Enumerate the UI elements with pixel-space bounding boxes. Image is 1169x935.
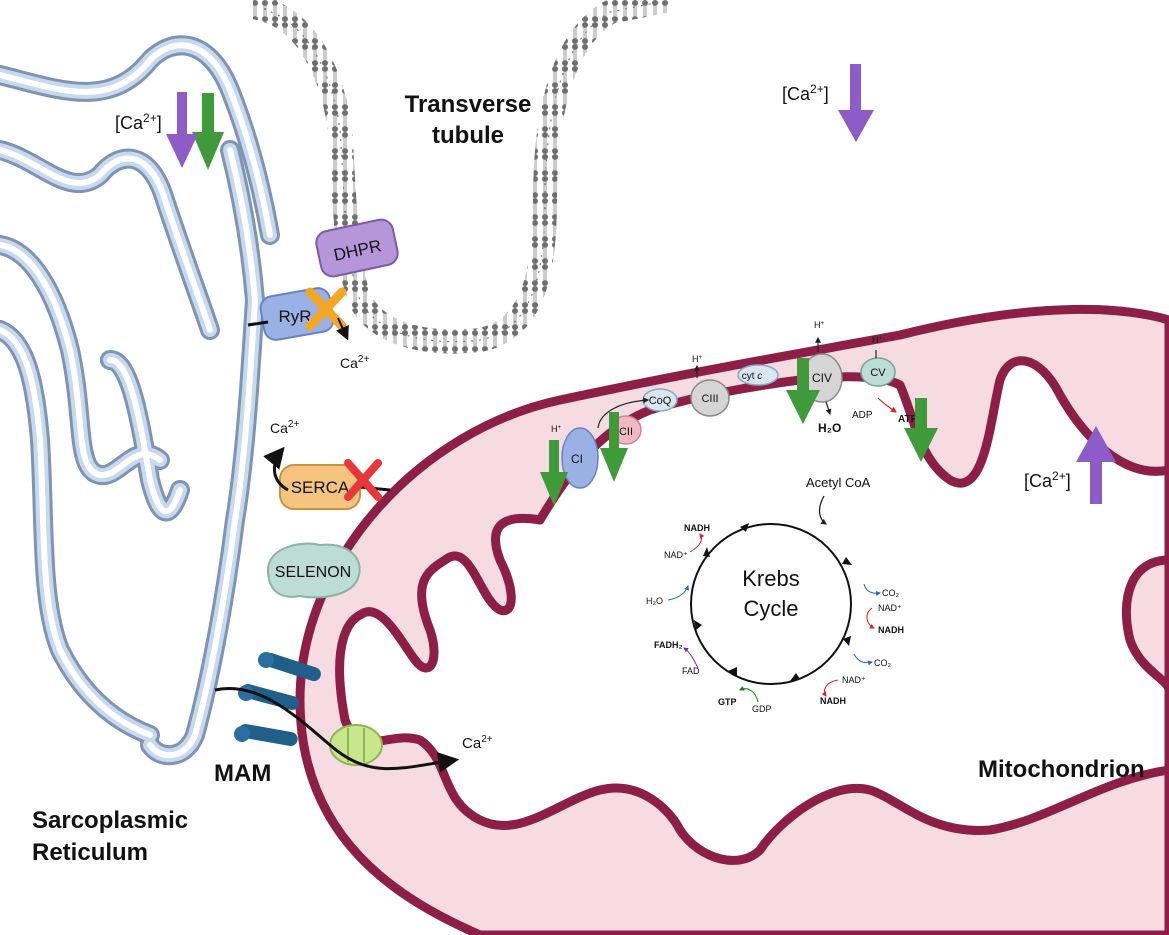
nadh-3: NADH <box>820 696 846 706</box>
fad-label: FAD <box>682 666 700 676</box>
serca-calcium-label: Ca2+ <box>270 419 299 436</box>
h-plus-ciii: H+ <box>692 354 703 364</box>
mam-calcium-label: Ca2+ <box>462 734 493 752</box>
sr-title-line2: Reticulum <box>32 839 148 866</box>
mam-calcium-flow-arrow <box>214 687 460 773</box>
green-down-arrow-civ <box>786 358 820 424</box>
green-down-arrow-atp <box>904 398 938 462</box>
mitochondrion <box>295 304 1169 935</box>
ryr-label: RyR <box>278 307 311 326</box>
complex-iii <box>690 379 730 417</box>
vdac-channel <box>329 724 383 766</box>
nad-1: NAD⁺ <box>664 550 688 560</box>
atp-label: ATP <box>898 414 918 425</box>
ryr-block-x-icon <box>305 287 347 331</box>
complex-i <box>561 427 599 489</box>
sr-title-line1: Sarcoplasmic <box>32 807 188 834</box>
adp-label: ADP <box>852 410 873 421</box>
h-plus-civ: H+ <box>814 320 825 330</box>
green-down-arrow-ci-1 <box>540 440 568 506</box>
complex-iii-label: CIII <box>701 393 718 405</box>
serca-calcium-arrow <box>263 446 289 492</box>
gtp-label: GTP <box>718 697 737 707</box>
coq-label: CoQ <box>649 395 672 407</box>
cytosol-calcium-label: [Ca2+] <box>782 82 829 104</box>
cytochrome-c <box>737 364 779 386</box>
co2-1: CO₂ <box>882 588 900 598</box>
complex-v <box>860 357 896 387</box>
serca-label: SERCA <box>291 478 350 497</box>
green-down-arrow-ci-2 <box>600 412 628 482</box>
selenon-label: SELENON <box>275 564 351 581</box>
krebs-cycle: Krebs Cycle Acetyl CoA NADH NAD⁺ CO₂ NAD… <box>646 475 904 714</box>
acetyl-coa-label: Acetyl CoA <box>806 475 871 490</box>
purple-up-arrow-mito <box>1076 426 1116 504</box>
decrease-arrows <box>192 93 938 506</box>
sarcoplasmic-reticulum <box>0 35 280 766</box>
t-tubule-title-line1: Transverse <box>405 91 532 118</box>
t-tubule-title-line2: tubule <box>432 122 504 149</box>
complex-iv-label: CIV <box>812 371 832 385</box>
h-plus-ci: H+ <box>551 424 562 434</box>
purple-down-arrow-cytosol <box>838 64 874 142</box>
selenon-protein: SELENON <box>266 542 361 599</box>
cytochrome-c-label: cyt c <box>742 371 763 382</box>
mitochondrion-title: Mitochondrion <box>978 756 1145 783</box>
nadh-1: NADH <box>684 523 710 533</box>
co2-2: CO₂ <box>874 658 892 668</box>
fadh2-label: FADH₂ <box>654 640 683 650</box>
sr-calcium-label: [Ca2+] <box>115 111 162 133</box>
h2o-krebs: H₂O <box>646 596 663 606</box>
complex-v-label: CV <box>870 367 886 379</box>
green-down-arrow-sr <box>192 93 224 170</box>
krebs-title-line2: Cycle <box>743 596 798 621</box>
complex-i-label: CI <box>571 452 583 466</box>
mam-title: MAM <box>214 760 271 787</box>
nad-2: NAD⁺ <box>878 603 902 613</box>
mito-calcium-label: [Ca2+] <box>1024 469 1071 491</box>
purple-down-arrow-sr <box>166 92 198 168</box>
nadh-2: NADH <box>878 625 904 635</box>
serca-block-x-icon <box>344 459 382 501</box>
mam-tethers <box>234 652 321 746</box>
calcium-arrows <box>166 64 1116 504</box>
dhpr-protein: DHPR <box>315 218 399 278</box>
complex-ii-label: CII <box>619 426 633 438</box>
ryr-calcium-arrow <box>336 317 349 341</box>
transverse-tubule <box>253 0 673 354</box>
h2o-product: H₂O <box>818 421 841 435</box>
krebs-circle <box>690 523 852 685</box>
ryr-calcium-label: Ca2+ <box>340 354 369 371</box>
gdp-label: GDP <box>752 704 772 714</box>
nad-3: NAD⁺ <box>842 675 866 685</box>
krebs-title-line1: Krebs <box>742 566 799 591</box>
h-plus-cv: H+ <box>872 335 883 345</box>
